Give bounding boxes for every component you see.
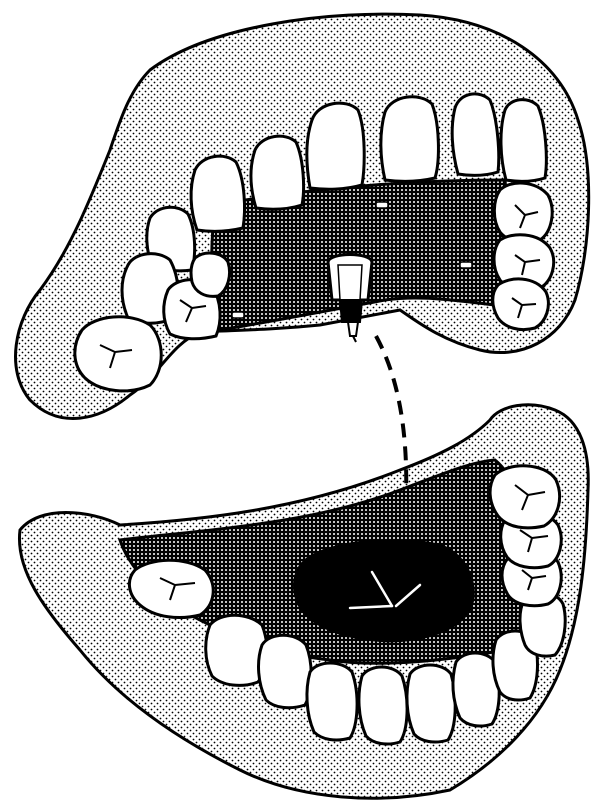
- palate-mark: [460, 262, 472, 268]
- upper-tooth: [191, 156, 244, 231]
- upper-tooth: [191, 253, 230, 296]
- palate-mark: [376, 202, 388, 208]
- upper-jaw: [16, 14, 589, 418]
- lower-tooth: [359, 667, 407, 744]
- palate-mark: [232, 312, 244, 318]
- lower-tooth: [407, 665, 455, 742]
- lower-tooth: [307, 663, 357, 740]
- lower-tooth: [490, 466, 560, 528]
- lower-tooth: [259, 635, 312, 707]
- syringe-barrel: [338, 265, 362, 300]
- syringe-tip: [348, 322, 358, 336]
- upper-tooth: [452, 94, 499, 175]
- upper-tooth: [381, 97, 439, 182]
- syringe-collar: [340, 300, 362, 322]
- lower-jaw: [19, 405, 588, 798]
- upper-tooth: [75, 317, 161, 391]
- upper-tooth: [307, 103, 364, 189]
- upper-tooth: [251, 136, 304, 209]
- upper-tooth: [501, 100, 546, 182]
- syringe-icon: [328, 255, 372, 343]
